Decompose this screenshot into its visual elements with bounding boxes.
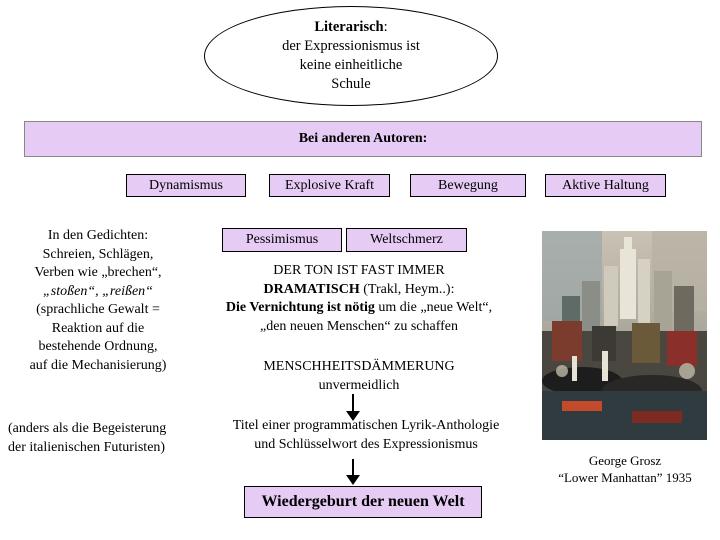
header-title-colon: : [384, 19, 388, 35]
titel-line-1: Titel einer programmatischen Lyrik-Antho… [196, 417, 536, 436]
center-titel: Titel einer programmatischen Lyrik-Antho… [196, 417, 536, 454]
painting-caption: George Grosz “Lower Manhattan” 1935 [540, 452, 710, 486]
header-title-line: Literarisch: [314, 18, 387, 37]
left-line: Verben wie „brechen“, [8, 264, 188, 283]
header-line-2: keine einheitliche [300, 56, 403, 75]
ton-line-4: „den neuen Menschen“ zu schaffen [196, 318, 522, 337]
keyword-box-bewegung: Bewegung [410, 174, 526, 197]
left-text-futuristen: (anders als die Begeisterung der italien… [8, 420, 208, 457]
painting-title: “Lower Manhattan” 1935 [540, 469, 710, 486]
keyword-box-explosive-kraft: Explosive Kraft [269, 174, 390, 197]
painting-image [542, 231, 707, 440]
titel-line-2: und Schlüsselwort des Expressionismus [196, 436, 536, 455]
left-line: (anders als die Begeisterung [8, 420, 208, 439]
left-text-gedichten: In den Gedichten: Schreien, Schlägen, Ve… [8, 227, 188, 375]
ton-line-3-rest: um die „neue Welt“, [375, 300, 492, 315]
arrow-head-2 [346, 475, 360, 485]
keyword-box-pessimismus: Pessimismus [222, 228, 342, 252]
ton-line-3: Die Vernichtung ist nötig um die „neue W… [196, 299, 522, 318]
keyword-box-dynamismus: Dynamismus [126, 174, 246, 197]
keyword-bewegung: Bewegung [438, 178, 498, 194]
header-ellipse: Literarisch: der Expressionismus ist kei… [204, 6, 498, 106]
header-title-bold: Literarisch [314, 19, 383, 35]
left-line: bestehende Ordnung, [8, 338, 188, 357]
keyword-pessimismus: Pessimismus [246, 232, 318, 248]
center-dammerung: MENSCHHEITSDÄMMERUNG unvermeidlich [200, 358, 518, 395]
left-line-text: Verben wie „brechen“, [34, 265, 161, 280]
ton-line-2-bold: DRAMATISCH [264, 282, 360, 297]
center-ton-paragraph: DER TON IST FAST IMMER DRAMATISCH (Trakl… [196, 262, 522, 336]
left-line: auf die Mechanisierung) [8, 357, 188, 376]
banner-other-authors: Bei anderen Autoren: [24, 121, 702, 157]
left-line: der italienischen Futuristen) [8, 439, 208, 458]
keyword-box-weltschmerz: Weltschmerz [346, 228, 467, 252]
left-line: „stoßen“, „reißen“ [8, 283, 188, 302]
header-line-3: Schule [331, 75, 370, 94]
final-label: Wiedergeburt der neuen Welt [261, 493, 464, 511]
painting-artist: George Grosz [540, 452, 710, 469]
ton-line-3-bold: Die Vernichtung ist nötig [226, 300, 375, 315]
ton-line-2-rest: (Trakl, Heym..): [360, 282, 455, 297]
keyword-box-aktive-haltung: Aktive Haltung [545, 174, 666, 197]
final-box-wiedergeburt: Wiedergeburt der neuen Welt [244, 486, 482, 518]
ton-line-1: DER TON IST FAST IMMER [196, 262, 522, 281]
keyword-weltschmerz: Weltschmerz [370, 232, 443, 248]
keyword-explosive-kraft: Explosive Kraft [285, 178, 374, 194]
left-line: In den Gedichten: [8, 227, 188, 246]
banner-label: Bei anderen Autoren: [299, 131, 428, 147]
header-line-1: der Expressionismus ist [282, 37, 420, 56]
keyword-dynamismus: Dynamismus [149, 178, 223, 194]
painting-lower-manhattan [542, 231, 707, 440]
ton-line-2: DRAMATISCH (Trakl, Heym..): [196, 281, 522, 300]
left-line: (sprachliche Gewalt = [8, 301, 188, 320]
dammerung-title: MENSCHHEITSDÄMMERUNG [200, 358, 518, 377]
left-line: Schreien, Schlägen, [8, 246, 188, 265]
left-line: Reaktion auf die [8, 320, 188, 339]
keyword-aktive-haltung: Aktive Haltung [562, 178, 649, 194]
dammerung-title-text: MENSCHHEITSDÄMMERUNG [263, 359, 454, 374]
dammerung-unvermeidlich: unvermeidlich [200, 377, 518, 396]
